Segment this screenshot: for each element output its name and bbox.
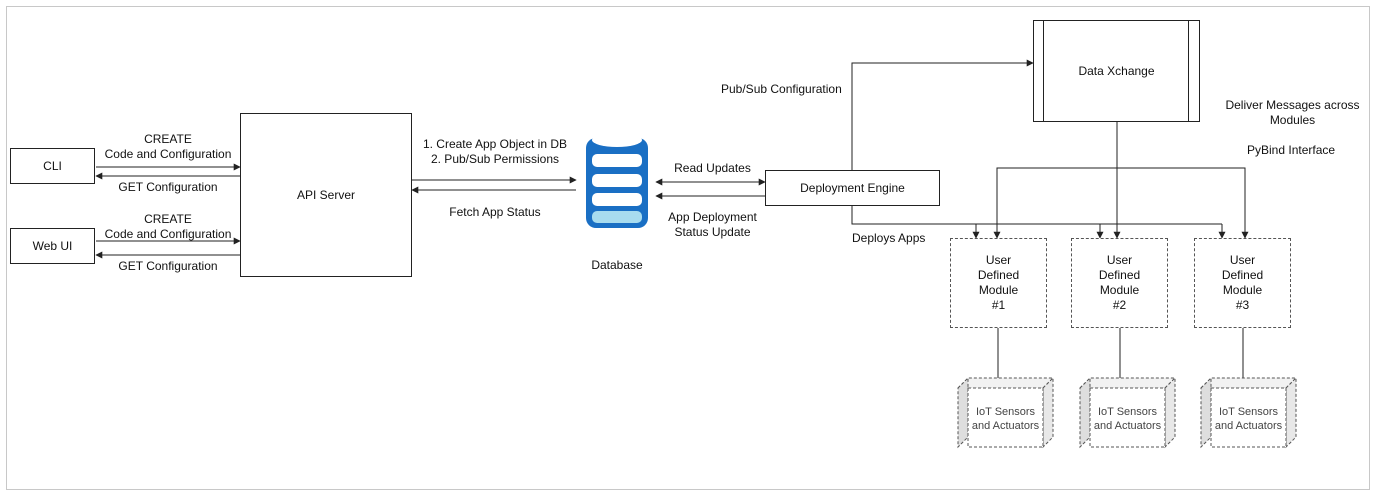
iot-cube-1 xyxy=(956,376,1055,449)
edge-deploys-apps: Deploys Apps xyxy=(852,231,926,245)
deployment-engine-label: Deployment Engine xyxy=(800,180,905,195)
iot-3-label: IoT Sensors and Actuators xyxy=(1214,406,1283,432)
cli-node: CLI xyxy=(10,148,95,184)
database-icon xyxy=(586,133,648,228)
edge-webui-create: CREATE Code and Configuration xyxy=(104,212,232,241)
module-2-label: User Defined Module #2 xyxy=(1098,253,1141,312)
iot-1-label: IoT Sensors and Actuators xyxy=(971,406,1040,432)
module-3-label: User Defined Module #3 xyxy=(1221,253,1264,312)
edge-deliver-messages: Deliver Messages across Modules xyxy=(1225,98,1360,127)
database-label: Database xyxy=(591,258,643,272)
diagram-frame xyxy=(6,6,1370,490)
data-xchange-node: Data Xchange xyxy=(1033,20,1200,122)
edge-read-updates: Read Updates xyxy=(674,161,751,175)
module-1-node: User Defined Module #1 xyxy=(950,238,1047,328)
deployment-engine-node: Deployment Engine xyxy=(765,170,940,206)
edge-db-to-api: Fetch App Status xyxy=(449,205,541,219)
cli-label: CLI xyxy=(43,158,62,173)
data-xchange-label: Data Xchange xyxy=(1078,63,1155,78)
edge-pubsub-configuration: Pub/Sub Configuration xyxy=(721,82,842,96)
api-server-node: API Server xyxy=(240,113,412,277)
iot-2-label: IoT Sensors and Actuators xyxy=(1093,406,1162,432)
data-xchange-inner-right xyxy=(1188,20,1189,122)
module-3-node: User Defined Module #3 xyxy=(1194,238,1291,328)
webui-node: Web UI xyxy=(10,228,95,264)
module-2-node: User Defined Module #2 xyxy=(1071,238,1168,328)
module-1-label: User Defined Module #1 xyxy=(977,253,1020,312)
data-xchange-inner-left xyxy=(1043,20,1044,122)
edge-api-to-db: 1. Create App Object in DB 2. Pub/Sub Pe… xyxy=(422,137,568,166)
edge-webui-get: GET Configuration xyxy=(118,259,218,273)
iot-cube-2 xyxy=(1078,376,1177,449)
edge-pybind-interface: PyBind Interface xyxy=(1247,143,1336,157)
edge-cli-create: CREATE Code and Configuration xyxy=(104,132,232,161)
api-server-label: API Server xyxy=(296,187,356,202)
edge-cli-get: GET Configuration xyxy=(118,180,218,194)
edge-app-deployment-status: App Deployment Status Update xyxy=(668,210,757,239)
iot-cube-3 xyxy=(1199,376,1298,449)
line-pybind-bracket xyxy=(996,167,1246,238)
webui-label: Web UI xyxy=(32,238,73,253)
arrow-engine-to-dataxchange xyxy=(851,59,1034,170)
